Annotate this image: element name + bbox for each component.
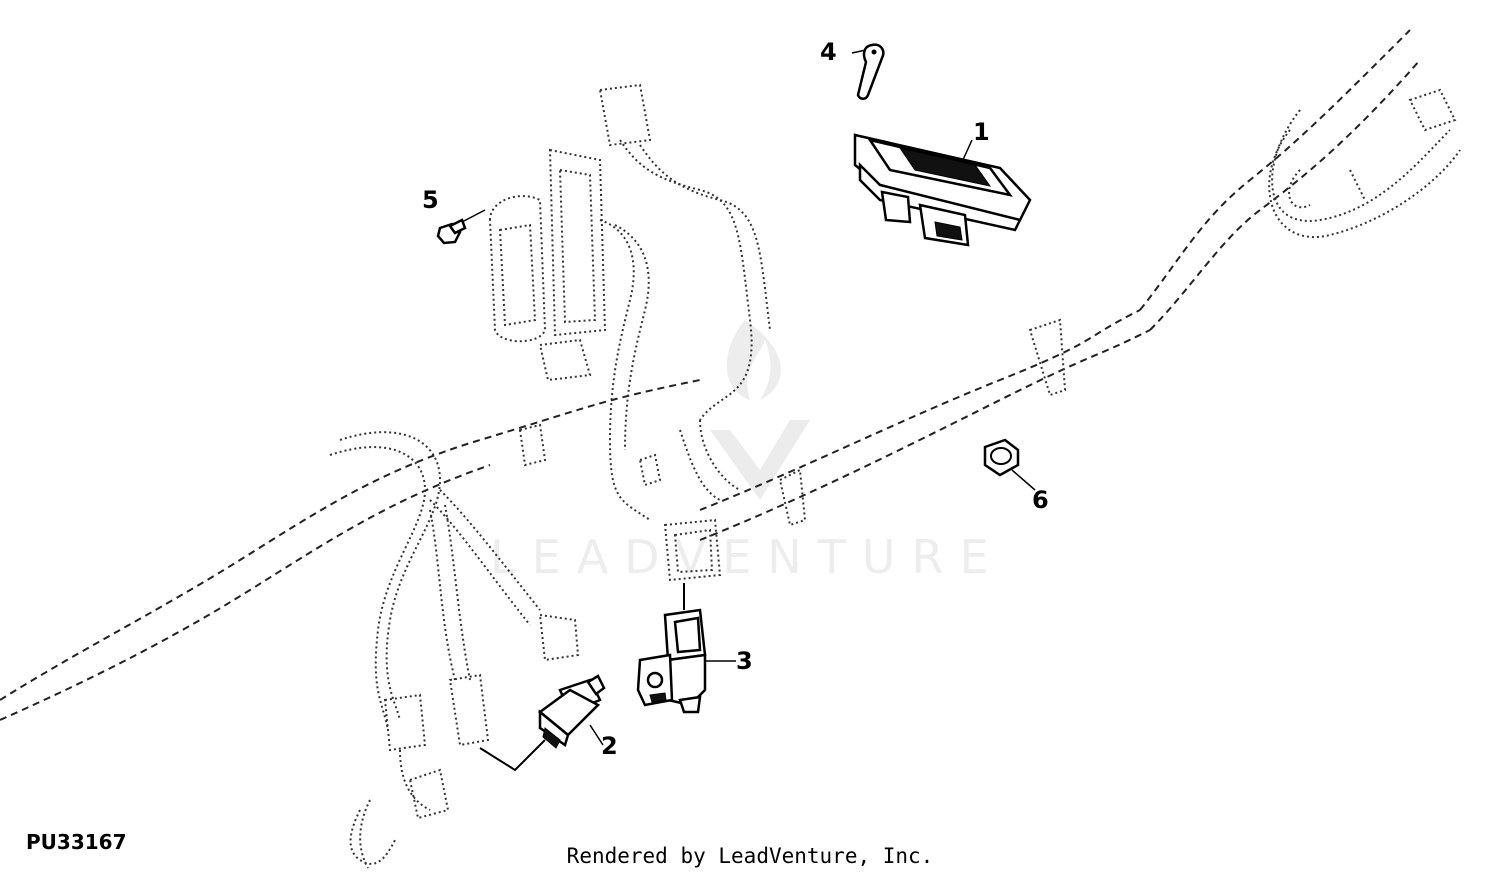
footer-credit: Rendered by LeadVenture, Inc. <box>566 844 934 868</box>
figure-id: PU33167 <box>26 830 127 854</box>
part-4-key[interactable] <box>856 43 885 100</box>
wiring-harness <box>0 29 1461 869</box>
callout-6: 6 <box>1032 486 1049 514</box>
part-6-nut[interactable] <box>983 438 1020 477</box>
part-5-screw[interactable] <box>436 209 486 245</box>
callout-labels: 1 2 3 4 5 6 <box>422 38 1049 760</box>
watermark-text: LEADVENTURE <box>490 530 1005 584</box>
callout-5: 5 <box>422 186 439 214</box>
watermark-logo <box>710 320 810 500</box>
callout-3: 3 <box>736 647 753 675</box>
callout-2: 2 <box>601 732 618 760</box>
callout-1: 1 <box>973 118 990 146</box>
leader-lines <box>589 49 1036 746</box>
part-2-sensor[interactable] <box>537 674 606 749</box>
callout-4: 4 <box>820 38 837 66</box>
part-1-controller-module[interactable] <box>853 133 1032 247</box>
part-3-connector[interactable] <box>636 608 707 714</box>
